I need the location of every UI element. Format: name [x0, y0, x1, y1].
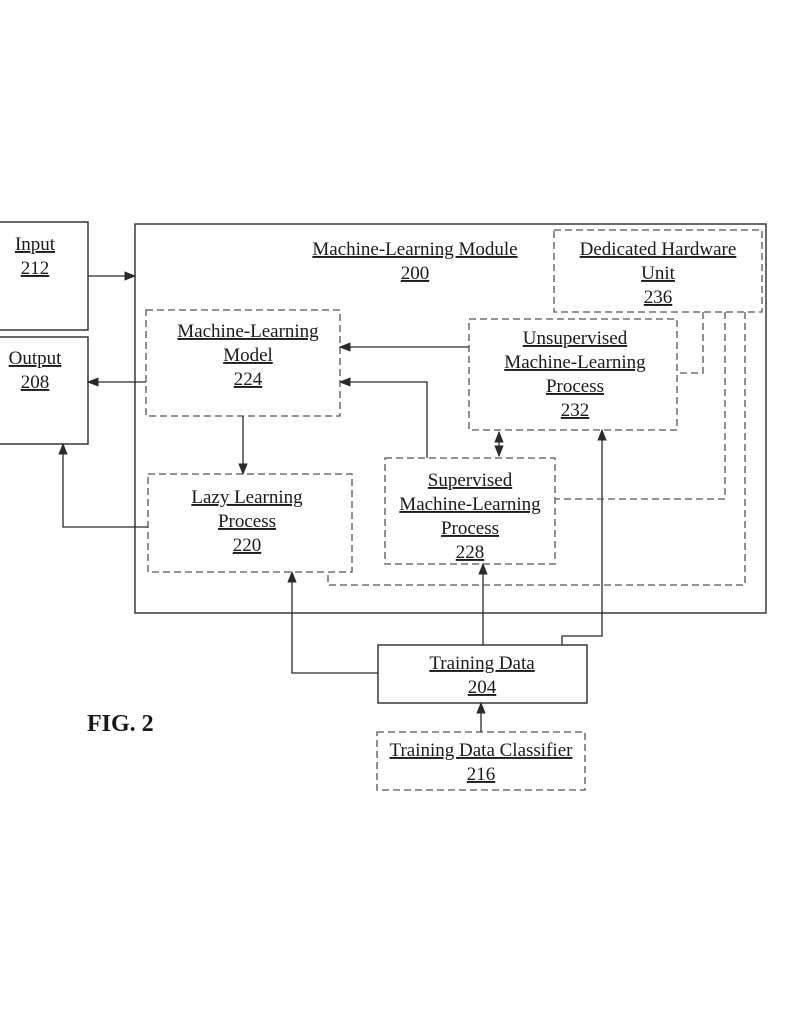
training-data-number: 204: [468, 677, 497, 698]
output-box: [0, 336, 89, 445]
training-to-lazy-arrow: [287, 570, 378, 674]
hardware-to-lazy-connector: [327, 312, 746, 586]
ml-model-label-2: Model: [223, 345, 273, 366]
ml-model-number: 224: [234, 369, 263, 390]
training-classifier-label: Training Data Classifier: [390, 740, 574, 761]
dedicated-hardware-number: 236: [644, 287, 673, 308]
figure-label: FIG. 2: [87, 711, 154, 737]
ml-model-label-1: Machine-Learning: [177, 321, 319, 342]
lazy-learning-label-2: Process: [218, 511, 276, 532]
supervised-label-1: Supervised: [428, 470, 513, 491]
hardware-to-supervised-connector: [555, 312, 726, 500]
dedicated-hardware-label-1: Dedicated Hardware: [580, 239, 737, 260]
supervised-box: [384, 457, 556, 565]
unsupervised-label-1: Unsupervised: [523, 328, 628, 349]
module-box: [134, 223, 767, 614]
dedicated-hardware-box: [553, 229, 763, 313]
lazy-to-output-arrow: [58, 442, 148, 528]
supervised-label-2: Machine-Learning: [399, 494, 541, 515]
unsupervised-number: 232: [561, 400, 590, 421]
training-data-label: Training Data: [429, 653, 535, 674]
unsupervised-label-3: Process: [546, 376, 604, 397]
input-number: 212: [21, 258, 50, 279]
input-label: Input: [15, 234, 56, 255]
module-number: 200: [401, 263, 430, 284]
unsupervised-box: [468, 318, 678, 431]
training-to-unsupervised-arrow: [561, 428, 607, 645]
unsupervised-label-2: Machine-Learning: [504, 352, 646, 373]
training-classifier-number: 216: [467, 764, 496, 785]
dedicated-hardware-label-2: Unit: [641, 263, 676, 284]
lazy-learning-box: [147, 473, 353, 573]
supervised-label-3: Process: [441, 518, 499, 539]
supervised-to-model-arrow: [338, 377, 428, 458]
output-label: Output: [9, 348, 63, 369]
hardware-to-unsupervised-connector: [677, 312, 704, 374]
module-label: Machine-Learning Module: [312, 239, 517, 260]
lazy-learning-label-1: Lazy Learning: [191, 487, 303, 508]
output-number: 208: [21, 372, 50, 393]
lazy-learning-number: 220: [233, 535, 262, 556]
supervised-number: 228: [456, 542, 485, 563]
